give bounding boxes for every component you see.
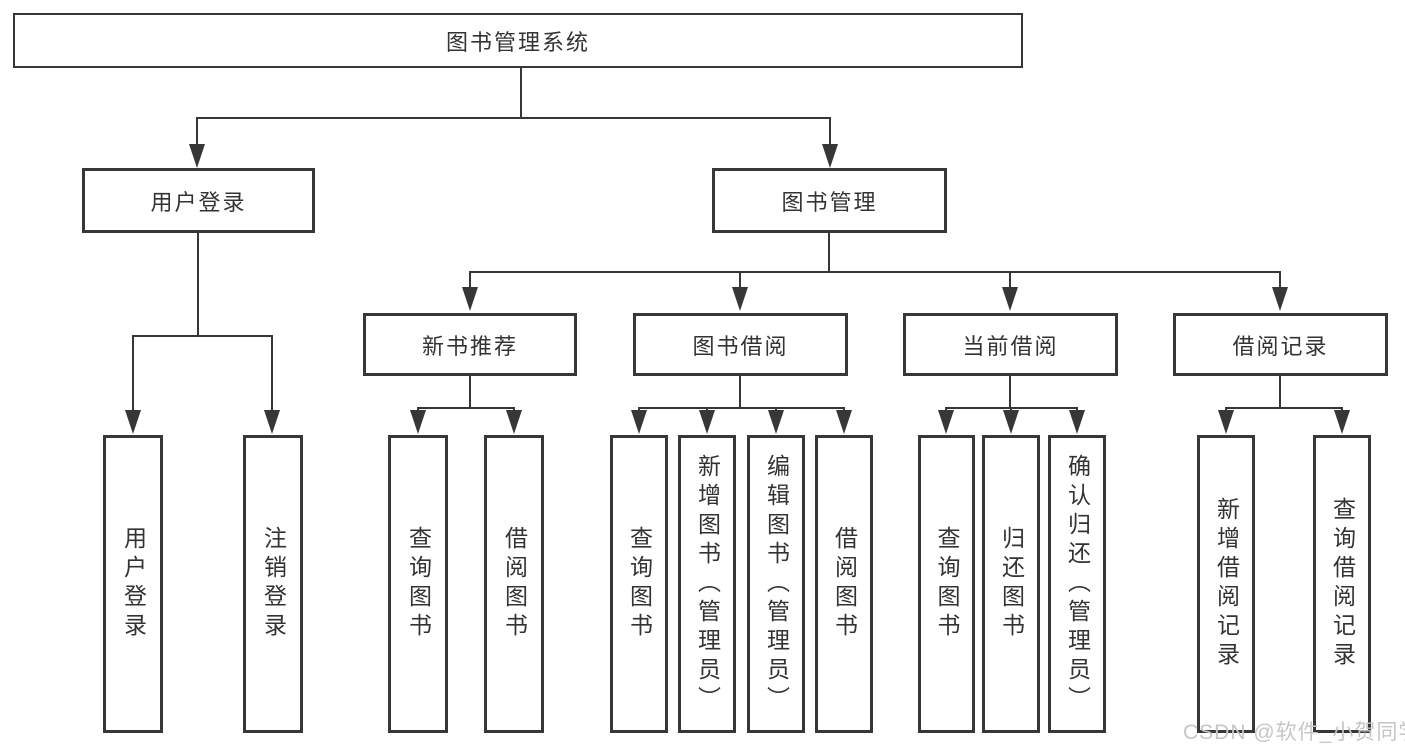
- node-label: 当前借阅: [962, 333, 1059, 359]
- connector-root-stem: [520, 68, 522, 118]
- leaf-query-borrow-record: 查询借阅记录: [1313, 435, 1371, 733]
- arrowhead-down-icon: [264, 410, 280, 434]
- leaf-confirm-return-admin: 确认归还（管理员）: [1048, 435, 1106, 733]
- leaf-label: 借阅图书: [831, 526, 858, 642]
- connector-stem-leaf: [132, 335, 134, 411]
- leaf-return-book: 归还图书: [982, 435, 1040, 733]
- leaf-label: 查询图书: [934, 526, 960, 642]
- connector-new-books-stem: [469, 376, 471, 408]
- leaf-label: 新增借阅记录: [1213, 497, 1240, 671]
- node-new-book-recommendation: 新书推荐: [363, 313, 577, 376]
- leaf-query-books-borrowing: 查询图书: [610, 435, 668, 733]
- arrowhead-down-icon: [699, 410, 715, 434]
- leaf-query-books-newbooks: 查询图书: [388, 435, 448, 733]
- leaf-label: 确认归还（管理员）: [1064, 453, 1091, 715]
- arrowhead-down-icon: [1272, 287, 1288, 311]
- node-book-borrowing: 图书借阅: [633, 313, 848, 376]
- leaf-label: 新增图书（管理员）: [694, 453, 721, 715]
- connector-borrowing-branch: [638, 407, 845, 409]
- connector-current-stem: [1009, 376, 1011, 408]
- arrowhead-down-icon: [768, 410, 784, 434]
- arrowhead-down-icon: [822, 144, 838, 168]
- arrowhead-down-icon: [836, 410, 852, 434]
- leaf-edit-book-admin: 编辑图书（管理员）: [747, 435, 805, 733]
- arrowhead-down-icon: [1002, 287, 1018, 311]
- node-user-login: 用户登录: [82, 168, 315, 233]
- arrowhead-down-icon: [1218, 410, 1234, 434]
- connector-records-stem: [1279, 376, 1281, 408]
- leaf-borrow-books-borrowing: 借阅图书: [815, 435, 873, 733]
- leaf-borrow-books-newbooks: 借阅图书: [484, 435, 544, 733]
- node-label: 图书管理系统: [445, 29, 590, 55]
- node-label: 用户登录: [150, 189, 247, 215]
- node-library-management-system: 图书管理系统: [13, 13, 1023, 68]
- connector-stem-user-login: [196, 117, 198, 146]
- connector-new-books-branch: [417, 407, 515, 409]
- leaf-label: 查询图书: [626, 526, 653, 642]
- leaf-query-books-current: 查询图书: [918, 435, 975, 733]
- connector-root-branch: [196, 117, 831, 119]
- leaf-user-login: 用户登录: [103, 435, 163, 733]
- leaf-label: 查询借阅记录: [1329, 497, 1356, 671]
- node-book-management: 图书管理: [712, 168, 947, 233]
- node-borrowing-records: 借阅记录: [1173, 313, 1388, 376]
- node-label: 借阅记录: [1232, 333, 1329, 359]
- connector-stem-leaf: [1009, 271, 1011, 287]
- leaf-add-book-admin: 新增图书（管理员）: [678, 435, 736, 733]
- arrowhead-down-icon: [1003, 410, 1019, 434]
- connector-stem-book-mgmt: [829, 117, 831, 146]
- arrowhead-down-icon: [1334, 410, 1350, 434]
- connector-book-mgmt-branch: [469, 271, 1281, 273]
- node-label: 图书借阅: [692, 333, 789, 359]
- arrowhead-down-icon: [125, 410, 141, 434]
- connector-stem-leaf: [1279, 271, 1281, 287]
- leaf-label: 编辑图书（管理员）: [763, 453, 790, 715]
- leaf-label: 注销登录: [260, 526, 287, 642]
- leaf-add-borrow-record: 新增借阅记录: [1197, 435, 1255, 733]
- leaf-label: 查询图书: [405, 526, 432, 642]
- node-current-borrowing: 当前借阅: [903, 313, 1118, 376]
- arrowhead-down-icon: [1069, 410, 1085, 434]
- connector-stem-leaf: [739, 271, 741, 287]
- connector-user-login-stem: [197, 233, 199, 336]
- leaf-logout: 注销登录: [243, 435, 303, 733]
- connector-user-login-branch: [132, 335, 273, 337]
- csdn-watermark: CSDN @软件_小贺同学: [1183, 721, 1405, 744]
- leaf-label: 用户登录: [120, 526, 147, 642]
- arrowhead-down-icon: [732, 287, 748, 311]
- arrowhead-down-icon: [410, 410, 426, 434]
- arrowhead-down-icon: [462, 287, 478, 311]
- arrowhead-down-icon: [631, 410, 647, 434]
- arrowhead-down-icon: [189, 144, 205, 168]
- node-label: 新书推荐: [421, 333, 518, 359]
- connector-borrowing-stem: [739, 376, 741, 408]
- connector-stem-leaf: [469, 271, 471, 287]
- connector-records-branch: [1225, 407, 1343, 409]
- arrowhead-down-icon: [506, 410, 522, 434]
- leaf-label: 借阅图书: [501, 526, 528, 642]
- leaf-label: 归还图书: [998, 526, 1025, 642]
- connector-book-mgmt-stem: [828, 233, 830, 272]
- arrowhead-down-icon: [938, 410, 954, 434]
- node-label: 图书管理: [781, 189, 878, 215]
- connector-stem-leaf: [271, 335, 273, 411]
